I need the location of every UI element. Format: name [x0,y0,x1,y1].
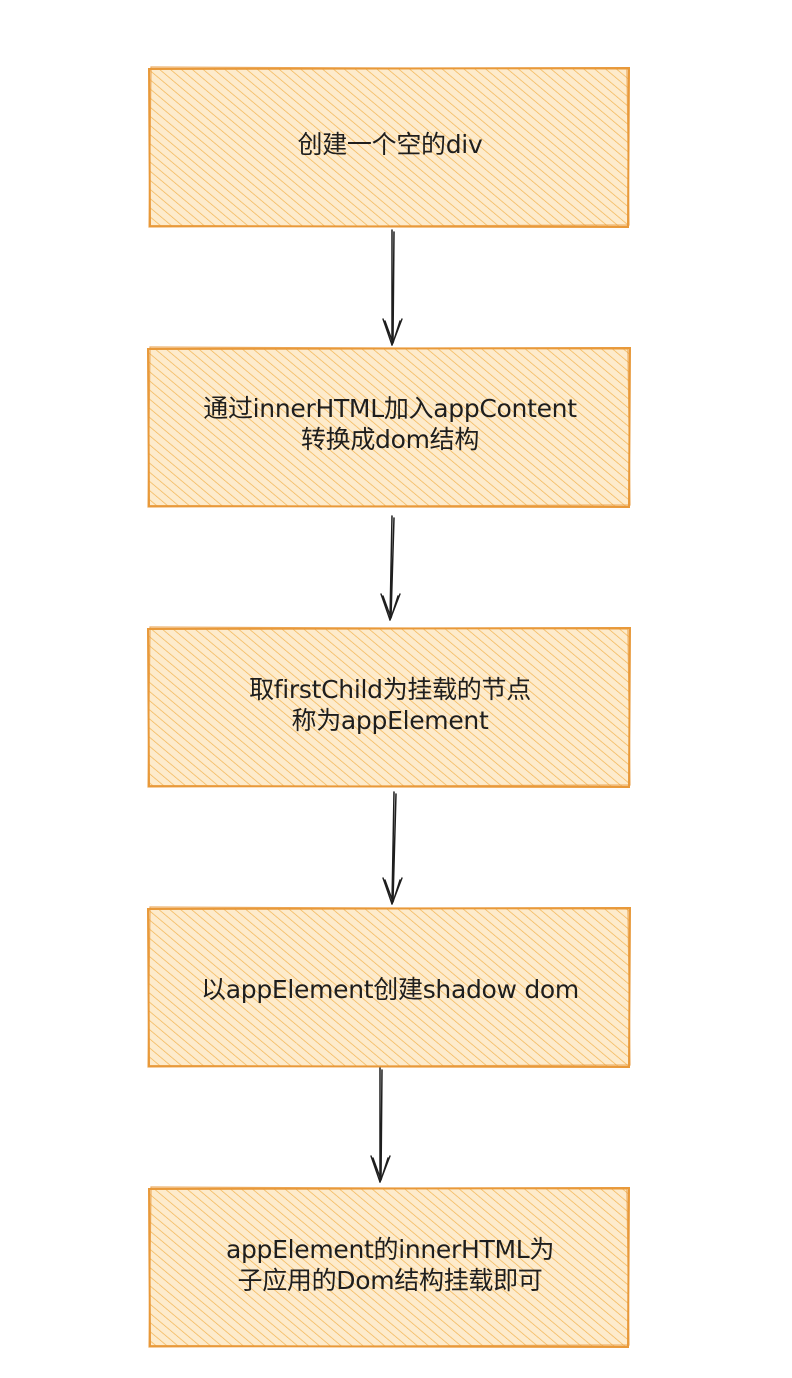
arrow-step-2-to-step-3 [380,515,401,621]
step-3-line-2: 称为appElement [291,706,489,735]
step-3-box [146,626,632,789]
step-1-box [147,66,631,229]
arrow-step-3-to-step-4 [382,791,403,905]
step-5-line-1: appElement的innerHTML为 [225,1235,555,1264]
step-2-line-1: 通过innerHTML加入appContent [203,394,577,423]
step-5-line-2: 子应用的Dom结构挂载即可 [237,1266,543,1295]
step-4-label: 以appElement创建shadow dom [150,974,630,1005]
step-2-line-2: 转换成dom结构 [300,425,480,454]
step-5-box [147,1186,631,1349]
step-4-box [146,906,632,1069]
step-1-label: 创建一个空的div [150,129,630,160]
arrow-step-1-to-step-2 [382,229,403,346]
step-2-label: 通过innerHTML加入appContent 转换成dom结构 [150,393,630,455]
step-3-label: 取firstChild为挂载的节点 称为appElement [150,674,630,736]
step-4-line-1: 以appElement创建shadow dom [201,975,579,1004]
step-2-box [146,346,632,509]
step-5-label: appElement的innerHTML为 子应用的Dom结构挂载即可 [150,1234,630,1296]
step-1-line-1: 创建一个空的div [297,130,483,159]
step-3-line-1: 取firstChild为挂载的节点 [249,675,531,704]
arrow-step-4-to-step-5 [370,1067,391,1183]
